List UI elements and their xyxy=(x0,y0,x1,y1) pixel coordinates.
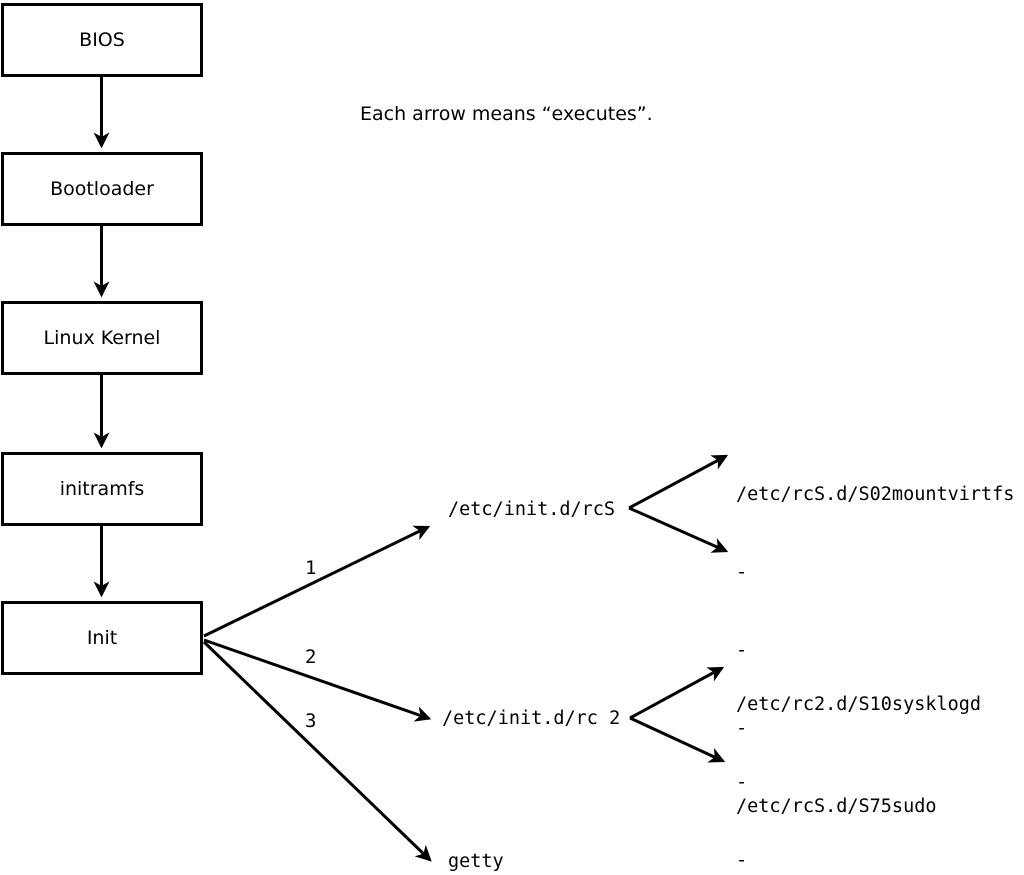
node-init-label: Init xyxy=(86,627,118,649)
arrow-rcS-to-last-script xyxy=(628,506,729,553)
edge-label-1: 1 xyxy=(305,557,317,579)
arrow-init-to-rc2 xyxy=(203,638,432,722)
node-bootloader: Bootloader xyxy=(1,152,203,226)
arrow-rcS-to-first-script xyxy=(628,454,729,510)
node-initramfs: initramfs xyxy=(1,452,203,526)
node-etc-init-d-rcS: /etc/init.d/rcS xyxy=(448,499,616,520)
diagram-caption: Each arrow means “executes”. xyxy=(360,103,653,125)
node-linux-kernel-label: Linux Kernel xyxy=(43,327,161,349)
node-bootloader-label: Bootloader xyxy=(50,178,154,200)
arrow-rc2-to-last-script xyxy=(629,716,726,763)
node-initramfs-label: initramfs xyxy=(59,478,145,500)
node-bios-label: BIOS xyxy=(79,29,125,51)
list-item: - xyxy=(736,718,748,739)
edge-label-3: 3 xyxy=(305,710,317,732)
list-item: - xyxy=(736,562,748,583)
node-linux-kernel: Linux Kernel xyxy=(1,301,203,375)
arrow-init-to-getty xyxy=(202,640,432,862)
list-item: /etc/rc2.d/S10sysklogd xyxy=(736,694,982,715)
list-item: - xyxy=(736,772,748,793)
node-getty: getty xyxy=(448,851,504,872)
node-init: Init xyxy=(1,601,203,675)
rcS-script-list: /etc/rcS.d/S02mountvirtfs - - - /etc/rcS… xyxy=(736,430,1014,872)
node-bios: BIOS xyxy=(1,3,203,77)
list-item: /etc/rcS.d/S02mountvirtfs xyxy=(736,484,1015,505)
edge-label-2: 2 xyxy=(305,646,317,668)
rc2-script-list: /etc/rc2.d/S10sysklogd - - - /etc/rc2.d/… xyxy=(736,640,981,875)
arrow-init-to-rcS xyxy=(203,525,431,638)
arrow-rc2-to-first-script xyxy=(629,666,725,720)
list-item: /etc/rcS.d/S75sudo xyxy=(736,796,937,817)
node-etc-init-d-rc2: /etc/init.d/rc 2 xyxy=(442,708,621,729)
list-item: - xyxy=(736,640,748,661)
list-item: - xyxy=(736,850,748,871)
